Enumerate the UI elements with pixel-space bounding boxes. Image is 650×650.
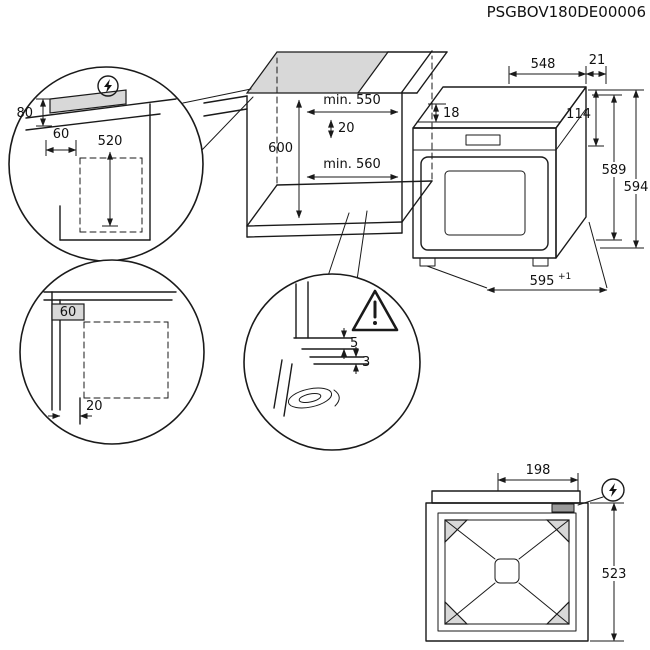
dim-counter-trim-width: 60: [53, 127, 70, 142]
corner-brace-tr: [545, 519, 570, 544]
oven-door-window: [444, 170, 526, 236]
detail-circle-gap: [243, 273, 421, 451]
dim-plan-corner-clearance: 60: [60, 305, 77, 320]
oven-drawing: [412, 86, 587, 267]
power-icon: [97, 75, 119, 97]
dim-gap-upper: 5: [350, 336, 358, 351]
oven-foot-right: [532, 257, 549, 267]
dim-counter-depth: 520: [98, 134, 123, 149]
lightning-bolt-icon: [104, 79, 112, 93]
cooktop-cutout: [245, 51, 390, 94]
dim-counter-front-height: 80: [16, 106, 33, 121]
callout-wedges: [182, 88, 368, 281]
countertop-drawing: [203, 51, 448, 117]
dim-oven-height-body: 589: [602, 163, 627, 178]
wood-grain: [287, 387, 340, 409]
dim-gap-lower: 3: [362, 355, 370, 370]
dim-oven-width: 595: [530, 274, 555, 289]
oven-front-face: [412, 127, 557, 259]
rear-body: [425, 502, 589, 642]
document-code: PSGBOV180DE00006: [487, 3, 646, 21]
cabinet-niche-drawing: [246, 50, 433, 238]
oven-dimensions: 548 21 18 114 589 594 595 +1: [426, 53, 650, 293]
oven-door: [420, 156, 549, 251]
dim-oven-width-tolerance: +1: [558, 272, 571, 282]
rear-top-band: [431, 490, 581, 504]
dim-oven-height-total: 594: [624, 180, 649, 195]
dim-oven-panel-height: 114: [566, 107, 591, 122]
warning-icon: [351, 289, 399, 332]
dim-oven-top-clearance: 18: [443, 106, 460, 121]
dim-oven-rear-clearance: 21: [589, 53, 606, 68]
detail-counter-section: 80 60 520: [8, 66, 204, 262]
dim-oven-depth: 548: [531, 57, 556, 72]
corner-brace-tl: [444, 519, 469, 544]
detail-cabinet-plan: 60 20: [19, 259, 205, 445]
power-icon-rear: [601, 478, 625, 502]
oven-foot-left: [419, 257, 436, 267]
lightning-bolt-icon: [609, 483, 617, 497]
clearance-box: [51, 303, 85, 321]
oven-rear-view: 198 523: [425, 463, 629, 642]
dim-rear-height: 523: [602, 567, 627, 582]
dim-rear-connection-offset: 198: [526, 463, 551, 478]
dim-niche-width: min. 550: [323, 93, 381, 108]
dim-plan-edge-gap: 20: [86, 399, 103, 414]
corner-brace-bl: [444, 600, 469, 625]
niche-dimensions: 600 min. 550 20 min. 560: [268, 93, 399, 219]
dim-niche-height: 600: [268, 141, 293, 156]
detail-circle-plan: [19, 259, 205, 445]
rear-center-plate: [494, 558, 520, 584]
corner-brace-br: [545, 600, 570, 625]
oven-display: [465, 134, 501, 146]
detail-mounting-gap: 5 3: [243, 273, 421, 451]
mains-terminal: [551, 503, 575, 513]
dim-niche-depth: min. 560: [323, 157, 381, 172]
dim-niche-rear-gap: 20: [338, 121, 355, 136]
